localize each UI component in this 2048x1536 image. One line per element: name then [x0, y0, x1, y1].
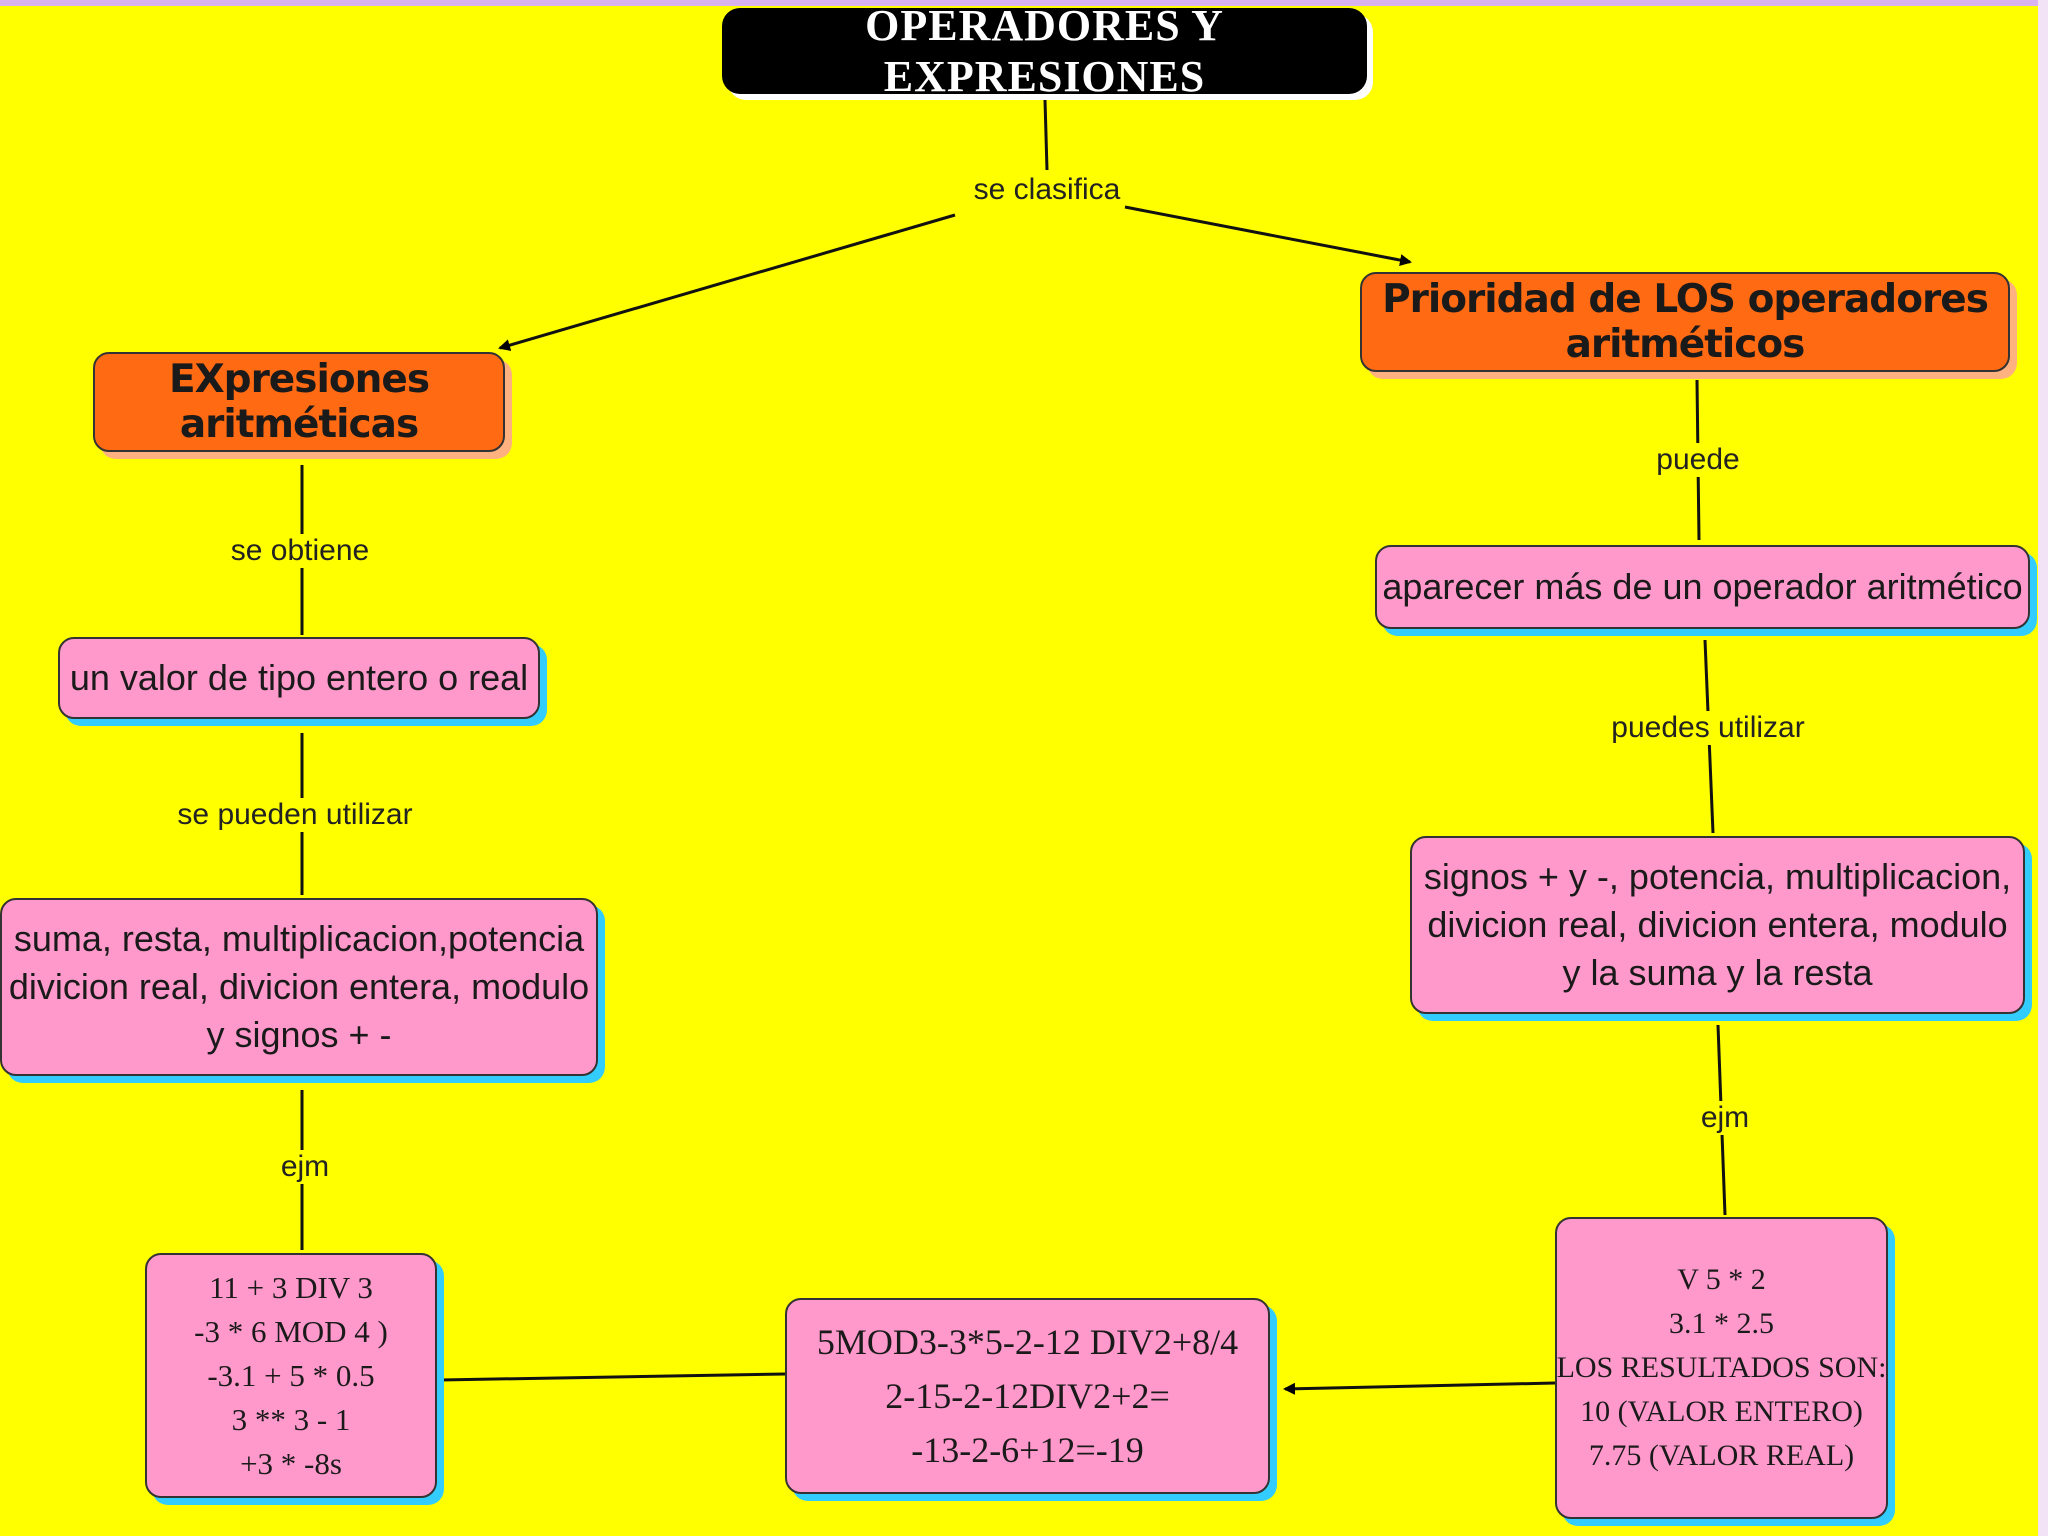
arrow-to-expresiones: [498, 213, 956, 351]
node-text-line: 2-15-2-12DIV2+2=: [885, 1376, 1170, 1416]
line-title-to-label: [1043, 99, 1049, 171]
node-text-line: suma, resta, multiplicacion,potencia: [13, 918, 585, 959]
node-ejemplo-der: V 5 * 2 3.1 * 2.5 LOS RESULTADOS SON: 10…: [1555, 1217, 1888, 1519]
node-expresiones-aritmeticas: EXpresiones aritméticas: [93, 352, 505, 452]
link-label-ejm-der: ejm: [1696, 1101, 1754, 1135]
node-prioridad-text: Prioridad de LOS operadores aritméticos: [1382, 277, 1989, 367]
node-text-line: 7.75 (VALOR REAL): [1588, 1439, 1855, 1472]
node-aparecer-operador: aparecer más de un operador aritmético: [1375, 545, 2030, 629]
link-label-ejm-izq: ejm: [276, 1150, 334, 1184]
node-text-line: y la suma y la resta: [1562, 952, 1873, 993]
node-text-line: divicion real, divicion entera, modulo: [8, 966, 590, 1007]
arrow-to-prioridad: [1124, 205, 1412, 266]
node-text-line: 3 ** 3 - 1: [231, 1401, 351, 1437]
node-prioridad-operadores: Prioridad de LOS operadores aritméticos: [1360, 272, 2010, 372]
node-text-line: -3 * 6 MOD 4 ): [194, 1313, 388, 1349]
node-valor-tipo: un valor de tipo entero o real: [58, 637, 540, 719]
link-label-puede: puede: [1652, 443, 1744, 477]
link-label-puedes-utilizar: puedes utilizar: [1607, 711, 1809, 745]
node-text-line: divicion real, divicion entera, modulo: [1427, 904, 2008, 945]
page-title-text: OPERADORES Y EXPRESIONES: [865, 1, 1224, 101]
node-text-line: 3.1 * 2.5: [1669, 1307, 1774, 1340]
node-expresiones-text: EXpresiones aritméticas: [168, 357, 430, 447]
line-ejemplo-izq-centro: [439, 1372, 786, 1382]
node-ejemplo-centro: 5MOD3-3*5-2-12 DIV2+8/4 2-15-2-12DIV2+2=…: [785, 1298, 1270, 1494]
link-label-se-pueden-utilizar: se pueden utilizar: [173, 798, 417, 832]
node-ejemplo-izq: 11 + 3 DIV 3 -3 * 6 MOD 4 ) -3.1 + 5 * 0…: [145, 1253, 437, 1498]
page-title: OPERADORES Y EXPRESIONES: [722, 1, 1367, 101]
node-text-line: V 5 * 2: [1677, 1263, 1766, 1296]
node-aparecer-text: aparecer más de un operador aritmético: [1382, 566, 2023, 607]
node-text-line: 10 (VALOR ENTERO): [1580, 1395, 1863, 1428]
node-text-line: +3 * -8s: [240, 1445, 342, 1481]
node-text-line: -3.1 + 5 * 0.5: [207, 1357, 375, 1393]
node-text-line: 5MOD3-3*5-2-12 DIV2+8/4: [816, 1322, 1239, 1362]
node-text-line: signos + y -, potencia, multiplicacion,: [1423, 856, 2012, 897]
node-text-line: 11 + 3 DIV 3: [209, 1269, 373, 1305]
node-operaciones-der: signos + y -, potencia, multiplicacion, …: [1410, 836, 2025, 1014]
node-text-line: -13-2-6+12=-19: [911, 1430, 1144, 1470]
node-operaciones-izq: suma, resta, multiplicacion,potencia div…: [0, 898, 598, 1076]
node-valor-text: un valor de tipo entero o real: [69, 657, 529, 698]
link-label-se-clasifica: se clasifica: [969, 173, 1125, 207]
right-border: [2038, 0, 2048, 1536]
top-border: [0, 0, 2048, 6]
arrow-to-centro: [1283, 1381, 1556, 1395]
link-label-se-obtiene: se obtiene: [226, 534, 374, 568]
node-text-line: y signos + -: [206, 1014, 392, 1055]
node-text-line: LOS RESULTADOS SON:: [1556, 1351, 1887, 1384]
